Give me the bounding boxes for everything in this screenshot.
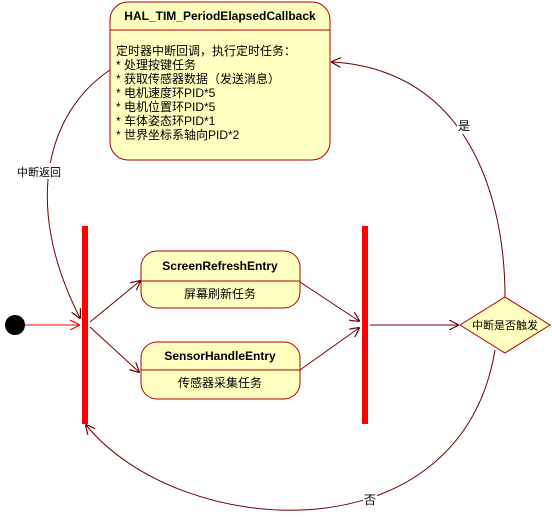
join-bar bbox=[362, 226, 368, 424]
edge-screen-to-join bbox=[299, 281, 359, 321]
decision-label: 中断是否触发 bbox=[472, 318, 538, 332]
edge-fork-to-screen bbox=[89, 281, 140, 323]
fork-bar bbox=[82, 226, 88, 424]
edge-label-yes: 是 bbox=[458, 119, 470, 133]
screen-state-desc: 屏幕刷新任务 bbox=[184, 286, 256, 301]
edge-label-bg bbox=[15, 163, 63, 179]
screen-refresh-state: ScreenRefreshEntry 屏幕刷新任务 bbox=[140, 250, 301, 309]
edge-yes bbox=[332, 62, 506, 298]
callback-state: HAL_TIM_PeriodElapsedCallback 定时器中断回调，执行… bbox=[109, 1, 331, 161]
sensor-handle-state: SensorHandleEntry 传感器采集任务 bbox=[140, 341, 301, 400]
callback-body: 定时器中断回调，执行定时任务： * 处理按键任务 * 获取传感器数据（发送消息）… bbox=[116, 43, 296, 142]
callback-line: * 获取传感器数据（发送消息） bbox=[116, 71, 280, 86]
edge-no bbox=[86, 349, 496, 511]
callback-line: 定时器中断回调，执行定时任务： bbox=[116, 43, 296, 58]
screen-state-title: ScreenRefreshEntry bbox=[162, 259, 278, 273]
edge-label-interrupt-return: 中断返回 bbox=[17, 165, 61, 179]
callback-title: HAL_TIM_PeriodElapsedCallback bbox=[124, 9, 316, 23]
callback-line: * 世界坐标系轴向PID*2 bbox=[116, 127, 240, 142]
callback-line: * 电机速度环PID*5 bbox=[116, 85, 216, 100]
edge-fork-to-sensor bbox=[89, 326, 139, 372]
sensor-state-desc: 传感器采集任务 bbox=[178, 375, 262, 390]
initial-node bbox=[5, 315, 25, 335]
decision-node: 中断是否触发 bbox=[459, 296, 551, 354]
edge-label-bg bbox=[363, 492, 377, 508]
callback-line: * 电机位置环PID*5 bbox=[116, 99, 216, 114]
callback-line: * 处理按键任务 bbox=[116, 57, 196, 72]
edge-label-bg bbox=[457, 118, 471, 134]
edge-label-no: 否 bbox=[364, 493, 376, 507]
callback-line: * 车体姿态环PID*1 bbox=[116, 113, 216, 128]
edge-interrupt-return bbox=[46, 69, 111, 318]
sensor-state-title: SensorHandleEntry bbox=[164, 349, 276, 363]
edge-sensor-to-join bbox=[299, 328, 359, 371]
